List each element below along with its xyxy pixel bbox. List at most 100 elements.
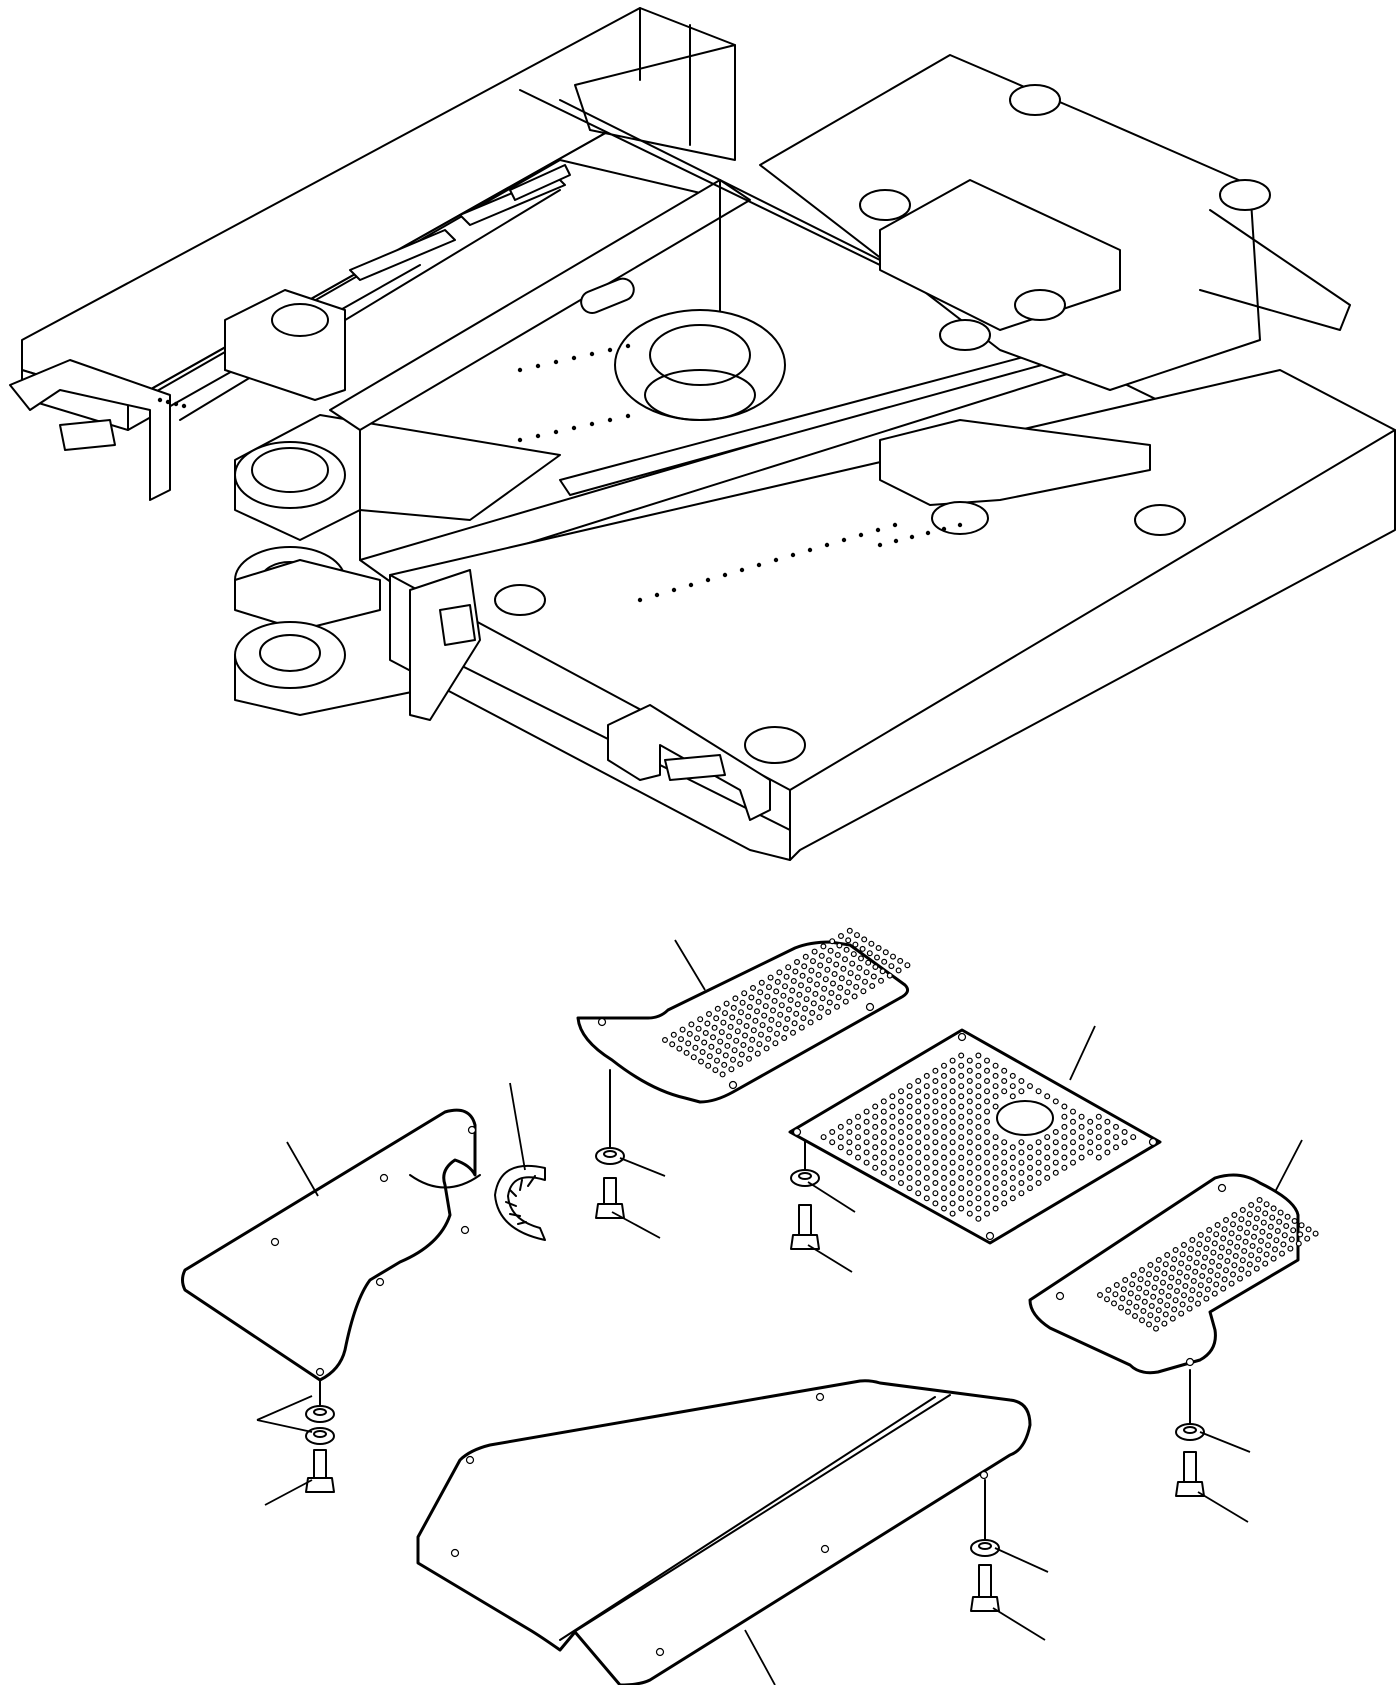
perforation-hole (1026, 1144, 1033, 1151)
perforation-hole (730, 1004, 737, 1011)
perforation-hole (1250, 1233, 1257, 1240)
perforation-hole (844, 989, 851, 996)
perforation-hole (1061, 1154, 1068, 1161)
perforation-hole (1178, 1260, 1185, 1267)
perforation-hole (1001, 1067, 1008, 1074)
perforation-hole (841, 956, 848, 963)
perforation-hole (880, 1108, 887, 1115)
perforation-hole (958, 1103, 965, 1110)
perforation-hole (1095, 1144, 1102, 1151)
perforation-hole (753, 1008, 760, 1015)
perforation-hole (1078, 1154, 1085, 1161)
perforation-hole (777, 1011, 784, 1018)
perforation-hole (1288, 1236, 1295, 1243)
perforation-hole (932, 1149, 939, 1156)
perforation-hole (880, 1149, 887, 1156)
perforation-hole (1187, 1296, 1194, 1303)
perforation-hole (1026, 1164, 1033, 1171)
perforation-hole (1161, 1270, 1168, 1277)
perforation-hole (1283, 1222, 1290, 1229)
perforation-hole (1155, 1307, 1162, 1314)
perforation-hole (810, 1000, 817, 1007)
perforation-hole (940, 1195, 947, 1202)
perforation-hole (1228, 1280, 1235, 1287)
perforation-hole (1001, 1149, 1008, 1156)
perforation-hole (801, 1005, 808, 1012)
frame-hole (173, 401, 179, 407)
perforation-hole (729, 1056, 736, 1063)
perforation-hole (1273, 1237, 1280, 1244)
frame-hole (688, 582, 694, 588)
perforation-hole (940, 1103, 947, 1110)
perforation-hole (793, 958, 800, 965)
perforation-hole (983, 1057, 990, 1064)
perforation-hole (889, 1113, 896, 1120)
perforation-hole (820, 1134, 827, 1141)
perforation-hole (745, 1055, 752, 1062)
perforation-hole (1069, 1118, 1076, 1125)
perforation-hole (966, 1067, 973, 1074)
perforation-hole (949, 1169, 956, 1176)
perforation-hole (1078, 1123, 1085, 1130)
perforation-hole (897, 1149, 904, 1156)
perforation-hole (1194, 1300, 1201, 1307)
perforation-hole (801, 963, 808, 970)
perforation-hole (1196, 1291, 1203, 1298)
perforation-hole (833, 961, 840, 968)
perforation-hole (992, 1195, 999, 1202)
perforation-hole (715, 1048, 722, 1055)
perforation-hole (1235, 1234, 1242, 1241)
perforation-hole (940, 1185, 947, 1192)
perforation-hole (1087, 1128, 1094, 1135)
perforation-hole (966, 1098, 973, 1105)
perforation-hole (1144, 1280, 1151, 1287)
perforation-hole (733, 1037, 740, 1044)
perforation-hole (811, 948, 818, 955)
perforation-hole (768, 1016, 775, 1023)
half-ring-seal (494, 1164, 546, 1241)
perforation-hole (738, 1051, 745, 1058)
perforation-hole (889, 1093, 896, 1100)
perforation-hole (1280, 1241, 1287, 1248)
perforation-hole (889, 1144, 896, 1151)
frame-hole (654, 592, 660, 598)
perforation-hole (1150, 1293, 1157, 1300)
perforation-hole (1009, 1174, 1016, 1181)
frame-hole (893, 538, 899, 544)
perforation-hole (1052, 1139, 1059, 1146)
perforation-hole (1246, 1261, 1253, 1268)
perforation-hole (983, 1149, 990, 1156)
perforation-hole (949, 1057, 956, 1064)
perforation-hole (1151, 1284, 1158, 1291)
perforation-hole (809, 1009, 816, 1016)
perforation-hole (1269, 1214, 1276, 1221)
perforation-hole (915, 1098, 922, 1105)
perforation-hole (808, 967, 815, 974)
frame-hole (157, 397, 163, 403)
perforation-hole (728, 1066, 735, 1073)
perforation-hole (824, 966, 831, 973)
perforation-hole (1044, 1093, 1051, 1100)
perforation-hole (679, 1026, 686, 1033)
perforation-hole (975, 1164, 982, 1171)
perforation-hole (1078, 1134, 1085, 1141)
perforation-hole (1009, 1185, 1016, 1192)
perforation-hole (1103, 1296, 1110, 1303)
perforation-hole (863, 1118, 870, 1125)
perforation-hole (1145, 1271, 1152, 1278)
perforation-hole (949, 1128, 956, 1135)
perforation-hole (1018, 1149, 1025, 1156)
perforation-hole (966, 1179, 973, 1186)
perforation-hole (949, 1118, 956, 1125)
perforation-hole (949, 1088, 956, 1095)
perforation-hole (983, 1169, 990, 1176)
perforation-hole (1204, 1236, 1211, 1243)
perforation-hole (992, 1164, 999, 1171)
perforation-hole (975, 1113, 982, 1120)
perforation-hole (923, 1144, 930, 1151)
perforation-hole (718, 1029, 725, 1036)
frame-hole (625, 413, 631, 419)
perforation-hole (863, 1139, 870, 1146)
perforation-hole (975, 1154, 982, 1161)
perforation-hole (958, 1052, 965, 1059)
